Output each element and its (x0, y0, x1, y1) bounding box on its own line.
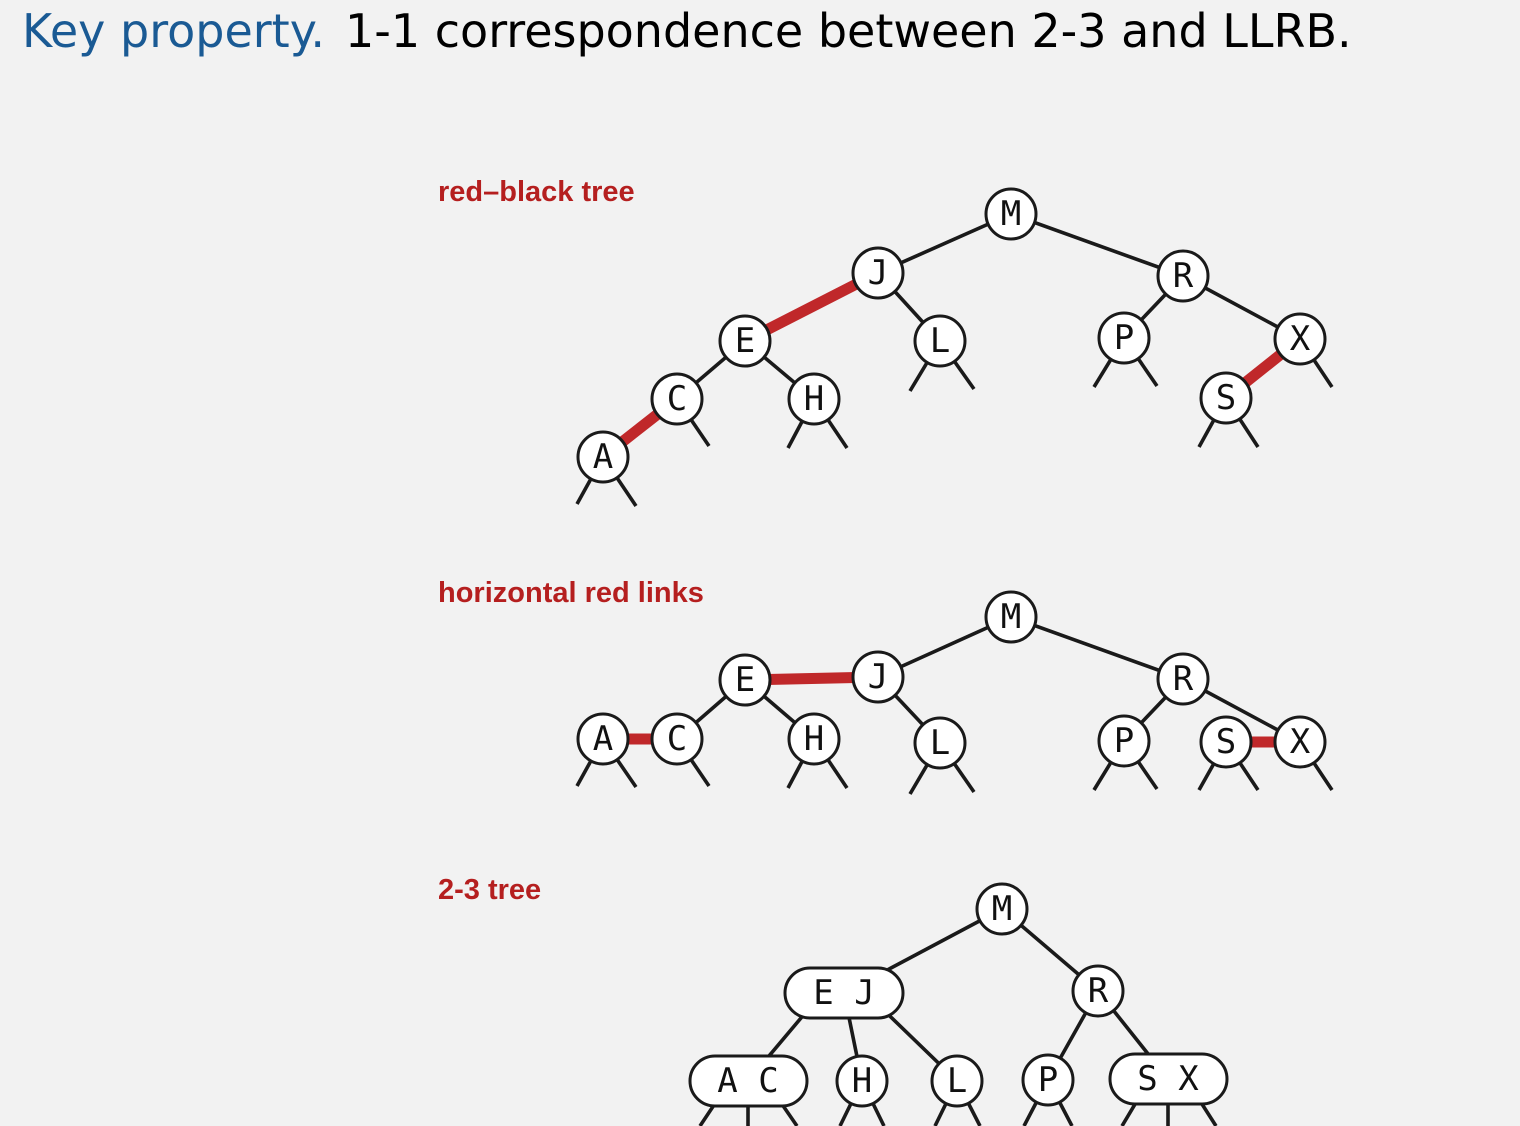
node-label: L (930, 321, 950, 361)
node-label: S (1216, 722, 1236, 762)
rb-node-e: E (718, 314, 772, 368)
node-label: P (1114, 318, 1134, 358)
rb-link-m-r (1010, 212, 1184, 278)
node-label: J (868, 253, 888, 293)
red-black-tree-label: red–black tree (438, 176, 635, 208)
red-black-tree: M J R E L P X C H S A (575, 187, 1334, 508)
t23-node-p: P (1021, 1053, 1075, 1107)
rb-node-x: X (1273, 312, 1327, 366)
node-label: E (735, 660, 755, 700)
node-label: S (1216, 378, 1236, 418)
horizontal-red-links-label: horizontal red links (438, 577, 704, 609)
node-label: C (667, 719, 687, 759)
node-label: S X (1137, 1059, 1199, 1099)
node-label: R (1088, 971, 1109, 1011)
key-property-statement: 1-1 correspondence between 2-3 and LLRB. (345, 4, 1352, 58)
hz-node-m: M (984, 590, 1038, 644)
hz-node-p: P (1097, 714, 1151, 768)
hz-node-a: A (576, 712, 630, 766)
rb-node-r: R (1156, 249, 1210, 303)
t23-node-ej: E J (783, 966, 905, 1020)
node-label: J (868, 657, 888, 697)
node-label: R (1173, 659, 1194, 699)
node-label: E (735, 321, 755, 361)
two-three-tree-label: 2-3 tree (438, 874, 542, 906)
rb-node-l: L (913, 314, 967, 368)
t23-node-m: M (975, 882, 1029, 936)
two-three-tree: M E J R A C H L P S X (688, 882, 1229, 1126)
node-label: P (1038, 1060, 1058, 1100)
node-label: H (804, 379, 824, 419)
rb-node-p: P (1097, 311, 1151, 365)
node-label: M (1001, 597, 1021, 637)
node-label: E J (813, 973, 874, 1013)
t23-node-l: L (930, 1054, 984, 1108)
node-label: C (667, 379, 687, 419)
t23-node-sx: S X (1108, 1052, 1229, 1106)
t23-node-r: R (1071, 964, 1125, 1018)
hz-node-l: L (913, 716, 967, 770)
hz-node-j: J (851, 650, 905, 704)
node-label: L (930, 723, 950, 763)
hz-node-x: X (1273, 715, 1327, 769)
hz-node-s: S (1199, 715, 1253, 769)
hz-node-c: C (650, 712, 704, 766)
rb-node-m: M (984, 187, 1038, 241)
key-property-label: Key property. (22, 4, 325, 58)
node-label: A (593, 437, 613, 477)
rb-node-s: S (1199, 371, 1253, 425)
node-label: L (947, 1061, 967, 1101)
node-label: X (1290, 319, 1311, 359)
hz-link-m-r (1010, 615, 1184, 681)
node-label: R (1173, 256, 1194, 296)
hz-node-r: R (1156, 652, 1210, 706)
node-label: M (1001, 194, 1021, 234)
node-label: X (1290, 722, 1311, 762)
rb-node-c: C (650, 372, 704, 426)
slide-header: Key property. 1-1 correspondence between … (22, 2, 1352, 60)
node-label: H (804, 719, 824, 759)
t23-node-ac: A C (688, 1054, 809, 1108)
hz-node-h: H (787, 712, 841, 766)
horizontal-red-links-tree: M J E R A C H L P S X (575, 590, 1334, 795)
rb-node-h: H (787, 372, 841, 426)
rb-node-a: A (576, 430, 630, 484)
node-label: A (593, 719, 613, 759)
hz-node-e: E (718, 653, 772, 707)
node-label: P (1114, 721, 1134, 761)
node-label: H (852, 1061, 872, 1101)
node-label: A C (717, 1061, 778, 1101)
rb-node-j: J (851, 246, 905, 300)
t23-node-h: H (835, 1054, 889, 1108)
node-label: M (992, 889, 1012, 929)
